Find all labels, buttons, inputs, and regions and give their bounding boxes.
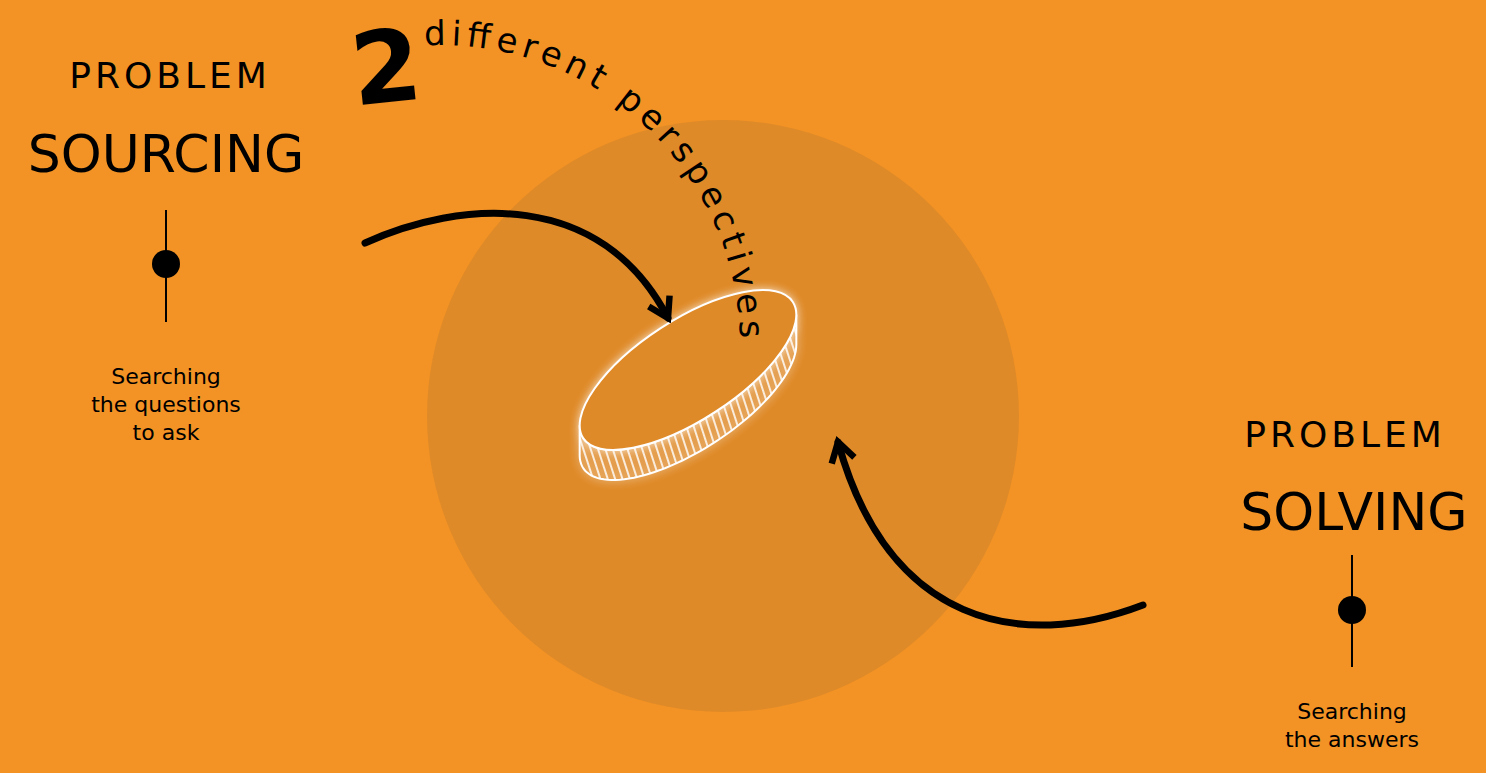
heading-title: SOLVING: [1204, 486, 1486, 538]
curved-arrow: [365, 213, 668, 318]
big-number: 2: [321, 12, 451, 124]
heading-word: PROBLEM: [1185, 417, 1486, 453]
coin-face: [556, 260, 820, 480]
curved-arrow: [838, 442, 1143, 625]
stem-dot: [152, 250, 180, 278]
coin-illustration: [556, 260, 820, 480]
arc-caption: different perspectives: [424, 13, 772, 339]
focus-circle: [427, 120, 1019, 712]
arc-text-path: different perspectives: [424, 13, 772, 339]
stem-dot: [1338, 596, 1366, 624]
description-text: Searching the answers: [1276, 698, 1428, 754]
description-text: Searching the questions to ask: [90, 363, 242, 447]
heading-title: SOURCING: [0, 128, 356, 180]
heading-word: PROBLEM: [10, 58, 330, 94]
arc-text-layer: different perspectives: [424, 13, 772, 339]
